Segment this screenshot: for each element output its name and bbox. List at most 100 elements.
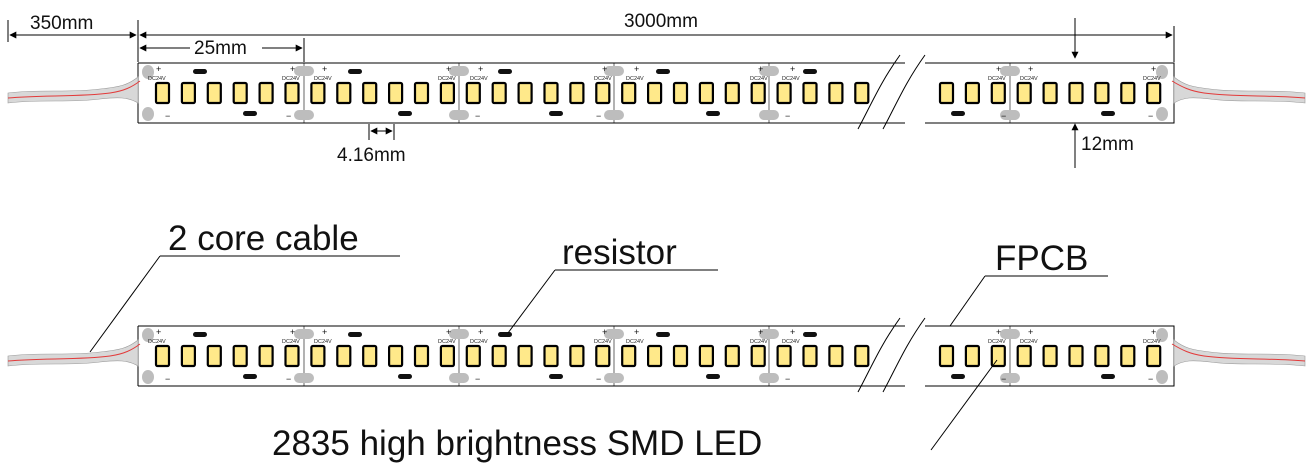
copper-pad <box>449 66 469 76</box>
plus-marking: + <box>996 64 1001 74</box>
resistor <box>193 69 207 74</box>
copper-pad <box>294 66 314 76</box>
break-mark <box>857 54 901 130</box>
plus-marking: + <box>1028 64 1033 74</box>
voltage-marking: DC24V <box>1020 76 1038 82</box>
smd-led <box>750 81 766 105</box>
cable-callout-label: 2 core cable <box>168 219 359 258</box>
pad-left-bottom <box>142 107 154 121</box>
two-core-cable-left <box>7 339 141 367</box>
led-strip-top: DC24V+DC24V+DC24V+DC24V+DC24V+DC24V+DC24… <box>7 54 1306 130</box>
resistor <box>656 332 670 337</box>
smd-led <box>206 344 222 368</box>
plus-marking: + <box>156 64 161 74</box>
minus-marking: − <box>286 111 291 121</box>
smd-led <box>232 344 248 368</box>
resistor <box>498 69 512 74</box>
voltage-marking: DC24V <box>1020 339 1038 345</box>
plus-marking: + <box>790 327 795 337</box>
smd-led <box>180 81 196 105</box>
voltage-marking: DC24V <box>782 76 800 82</box>
voltage-marking: DC24V <box>282 339 300 345</box>
smd-led <box>1146 81 1162 105</box>
resistor <box>706 374 720 379</box>
minus-marking: − <box>286 374 291 384</box>
smd-led <box>990 81 1006 105</box>
smd-led <box>1016 344 1032 368</box>
copper-pad <box>604 66 624 76</box>
smd-led <box>1094 81 1110 105</box>
pad-right-bottom <box>1156 370 1168 384</box>
voltage-marking: DC24V <box>438 76 456 82</box>
smd-led <box>388 81 404 105</box>
minus-marking: − <box>785 111 790 121</box>
smd-led <box>517 81 533 105</box>
resistor <box>951 111 965 116</box>
voltage-marking: DC24V <box>988 76 1006 82</box>
plus-marking: + <box>322 64 327 74</box>
plus-marking: + <box>478 327 483 337</box>
minus-marking: − <box>475 111 480 121</box>
smd-led <box>413 344 430 368</box>
smd-led <box>258 81 274 105</box>
smd-led <box>776 344 792 368</box>
smd-led <box>465 344 481 368</box>
copper-pad <box>604 110 624 120</box>
smd-led <box>284 344 300 368</box>
resistor <box>706 111 720 116</box>
cut-unit-label: 25mm <box>194 38 247 59</box>
resistor <box>398 111 412 116</box>
resistor <box>243 111 257 116</box>
resistor <box>398 374 412 379</box>
voltage-marking: DC24V <box>1143 76 1161 82</box>
voltage-marking: DC24V <box>148 76 166 82</box>
led-strip-bottom: DC24V+DC24V+DC24V+DC24V+DC24V+DC24V+DC24… <box>7 317 1306 393</box>
plus-marking: + <box>758 327 763 337</box>
minus-marking: − <box>1001 374 1006 384</box>
pad-right-top <box>1156 328 1168 342</box>
copper-pad <box>759 110 779 120</box>
voltage-marking: DC24V <box>750 339 768 345</box>
smd-led <box>310 344 326 368</box>
copper-pad <box>604 373 624 383</box>
copper-pad <box>1000 66 1020 76</box>
smd-led <box>439 81 455 105</box>
smd-led <box>672 81 689 105</box>
callout-lines <box>89 255 1108 451</box>
strip-length-label: 3000mm <box>624 11 698 32</box>
two-core-cable-right <box>1171 339 1306 367</box>
smd-led <box>698 344 715 368</box>
minus-marking: − <box>1001 111 1006 121</box>
plus-marking: + <box>322 327 327 337</box>
smd-led <box>828 344 844 368</box>
resistor <box>1101 111 1115 116</box>
smd-led <box>336 344 352 368</box>
plus-marking: + <box>996 327 1001 337</box>
resistor <box>348 69 362 74</box>
pad-right-top <box>1156 65 1168 79</box>
smd-led <box>388 344 404 368</box>
resistor <box>348 332 362 337</box>
plus-marking: + <box>602 327 607 337</box>
resistor <box>193 332 207 337</box>
copper-pad <box>294 110 314 120</box>
resistor <box>243 374 257 379</box>
pad-right-bottom <box>1156 107 1168 121</box>
smd-led <box>1068 344 1084 368</box>
minus-marking: − <box>475 374 480 384</box>
resistor <box>549 111 563 116</box>
voltage-marking: DC24V <box>988 339 1006 345</box>
smd-led <box>646 81 663 105</box>
resistor <box>498 332 512 337</box>
break-mark <box>882 54 926 130</box>
copper-pad <box>449 373 469 383</box>
resistor <box>549 374 563 379</box>
plus-marking: + <box>634 64 639 74</box>
pad-left-top <box>142 65 154 79</box>
copper-pad <box>294 329 314 339</box>
smd-led <box>206 81 222 105</box>
smd-led <box>776 81 792 105</box>
minus-marking: − <box>596 111 601 121</box>
smd-led <box>724 344 740 368</box>
